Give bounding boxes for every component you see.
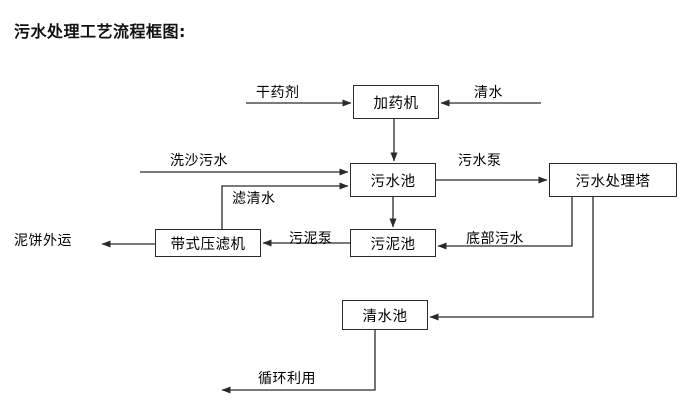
edge-treatment-tower-to-clear-pool xyxy=(429,197,594,321)
node-label: 带式压滤机 xyxy=(170,236,246,253)
node-label: 污水处理塔 xyxy=(575,173,651,190)
node-clear-water-pool[interactable]: 清水池 xyxy=(342,300,428,330)
node-label: 污泥池 xyxy=(370,236,416,253)
edge-label-recycle-use: 循环利用 xyxy=(258,371,316,387)
edge-label-sand-wash-sewage: 洗沙污水 xyxy=(170,153,228,169)
edge-treatment-tower-bottom-sewage-to-sludge-pool xyxy=(437,197,573,250)
node-treatment-tower[interactable]: 污水处理塔 xyxy=(549,163,677,197)
page-title: 污水处理工艺流程框图: xyxy=(14,22,186,41)
edge-clear-pool-to-recycle-outlet xyxy=(221,330,376,394)
edge-belt-press-filtrate-to-sewage-pool xyxy=(221,182,349,229)
edge-label-filtrate-water: 滤清水 xyxy=(232,191,276,207)
edge-label-clean-water: 清水 xyxy=(474,85,503,101)
edge-label-sewage-pump: 污水泵 xyxy=(458,153,502,169)
node-label: 污水池 xyxy=(370,173,416,190)
edge-label-sludge-pump: 污泥泵 xyxy=(289,231,333,247)
node-dosing-machine[interactable]: 加药机 xyxy=(353,85,439,119)
node-sludge-pool[interactable]: 污泥池 xyxy=(350,229,436,257)
node-label: 加药机 xyxy=(373,95,419,112)
node-label: 清水池 xyxy=(362,308,408,325)
node-belt-filter-press[interactable]: 带式压滤机 xyxy=(155,229,261,257)
terminal-label-mud-cake-out: 泥饼外运 xyxy=(14,233,72,249)
edge-label-bottom-sewage: 底部污水 xyxy=(466,231,524,247)
node-sewage-pool[interactable]: 污水池 xyxy=(350,163,436,197)
edge-label-dry-reagent: 干药剂 xyxy=(256,85,300,101)
